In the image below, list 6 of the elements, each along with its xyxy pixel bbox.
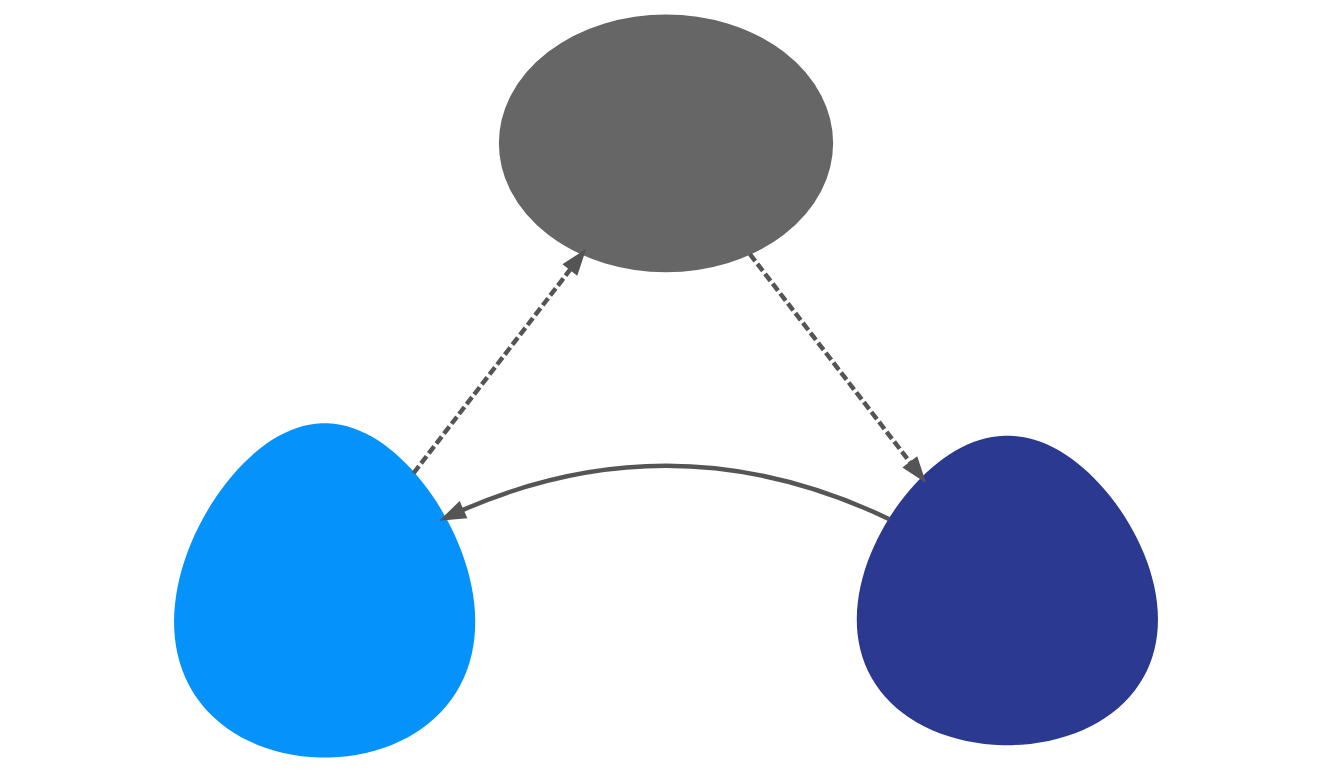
node-person — [856, 435, 1158, 746]
arrow — [748, 252, 927, 484]
arrow — [439, 463, 891, 522]
arrow — [411, 248, 587, 475]
node-person — [174, 423, 476, 758]
picture — [498, 14, 834, 273]
